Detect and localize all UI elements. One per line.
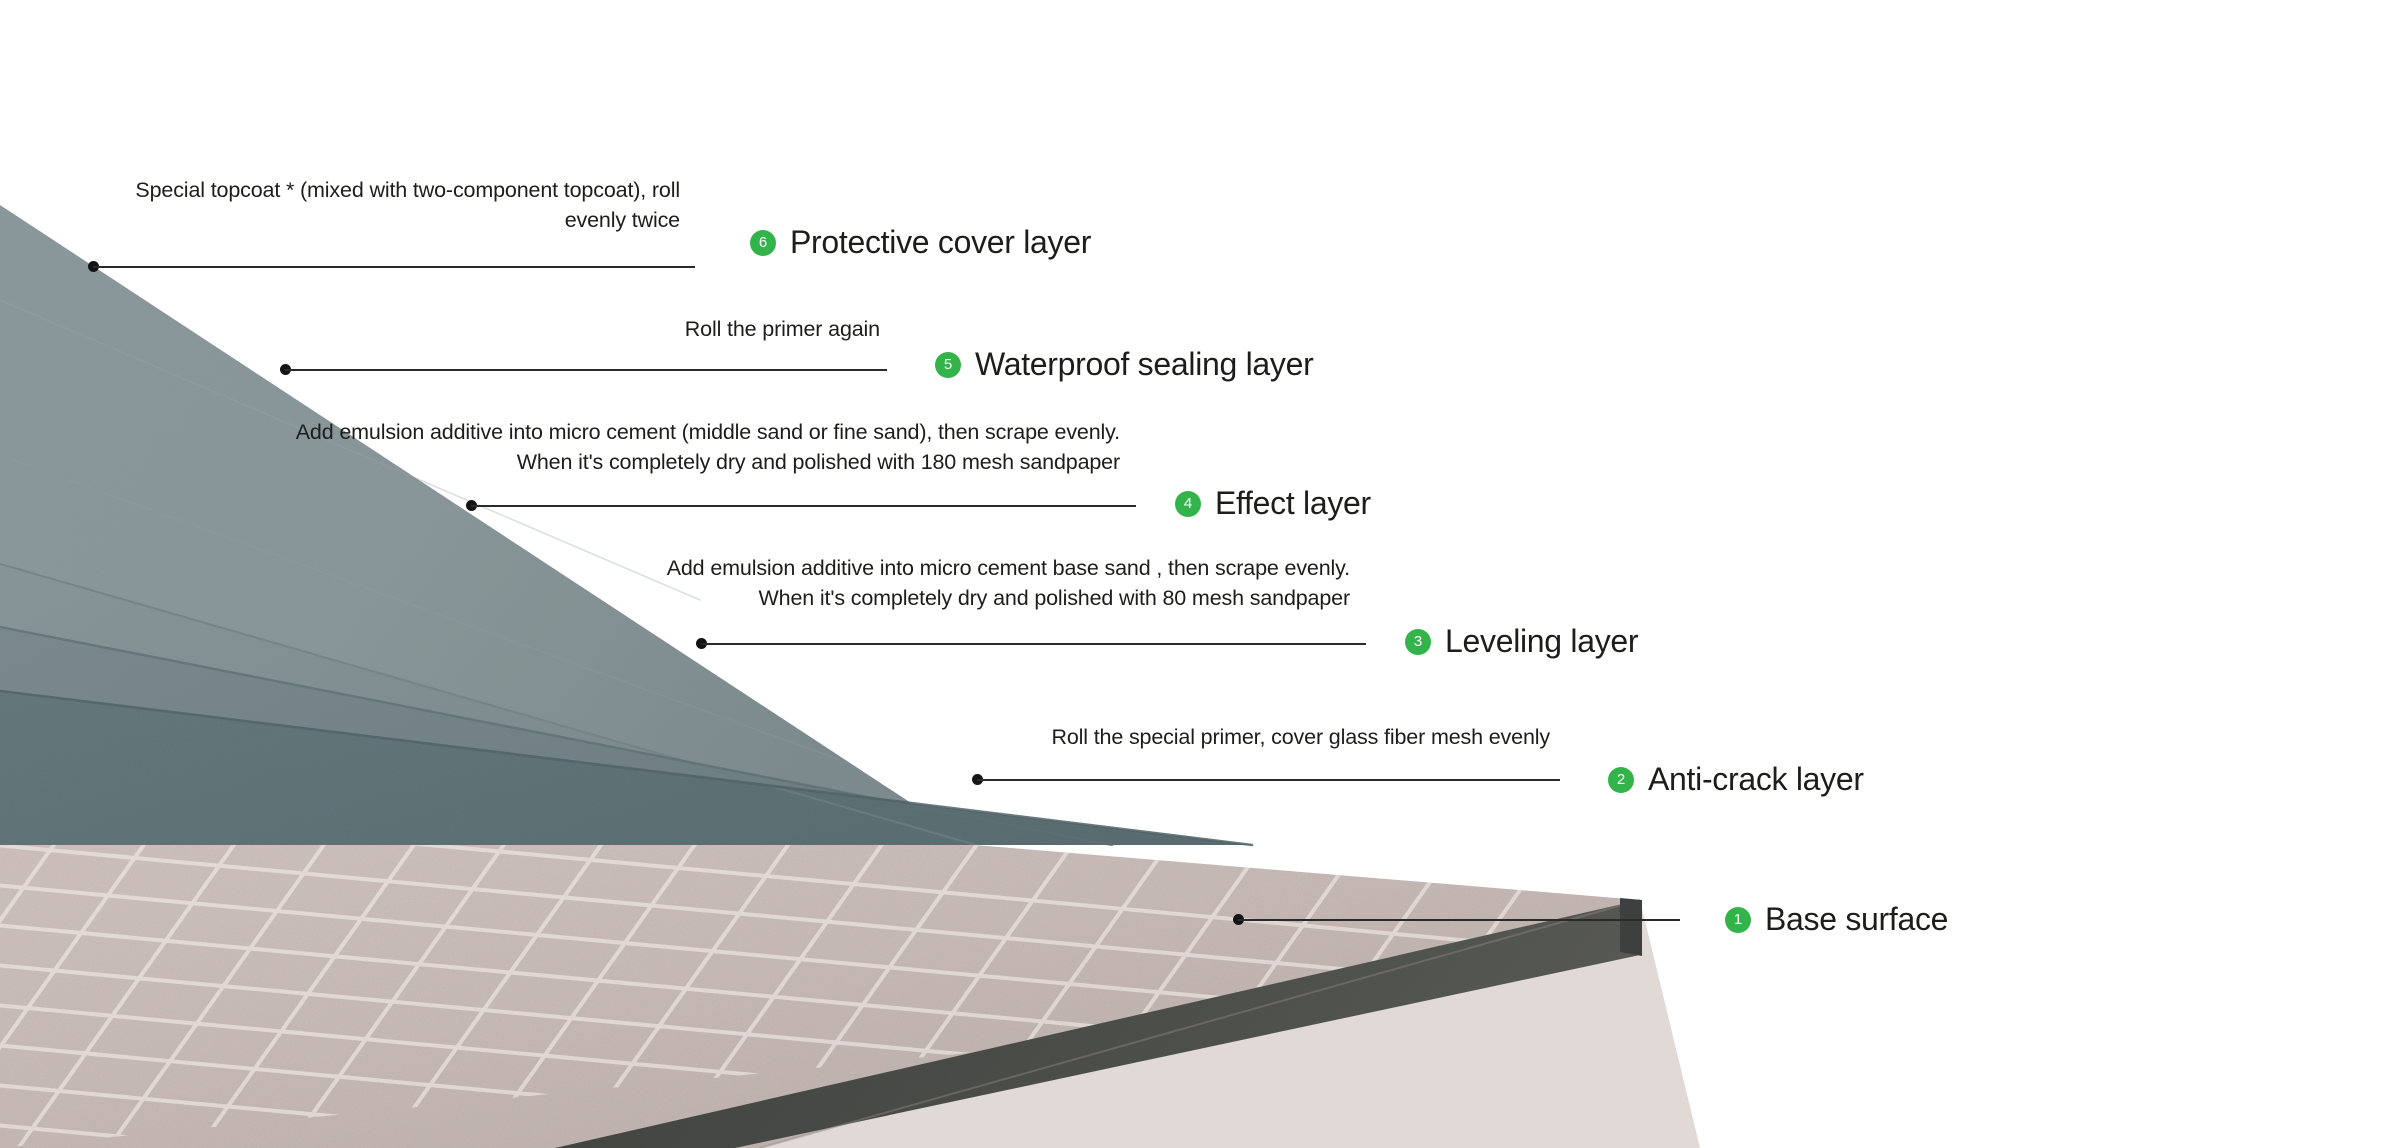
edge-corner-cap [1620, 898, 1642, 956]
callout-5-leader-line [285, 369, 887, 371]
layer-3-leveling [0, 692, 1420, 845]
callout-2-badge: 2 [1608, 766, 1634, 793]
callout-2-title-group[interactable]: 2 Anti-crack layer [1608, 761, 1864, 798]
callout-3-title-group[interactable]: 3 Leveling layer [1405, 623, 1639, 660]
callout-4-badge: 4 [1175, 490, 1201, 517]
callout-2-title: Anti-crack layer [1648, 761, 1864, 797]
callout-3-leader-line [701, 643, 1366, 645]
callout-5-title: Waterproof sealing layer [975, 346, 1314, 382]
callout-3-title: Leveling layer [1445, 623, 1639, 659]
layer-2-anticrack-face [0, 845, 1640, 1148]
callout-4-leader-line [471, 505, 1136, 507]
callout-4-title-group[interactable]: 4 Effect layer [1175, 485, 1371, 522]
callout-3-description: Add emulsion additive into micro cement … [666, 556, 1350, 611]
callout-6-title: Protective cover layer [790, 224, 1092, 260]
callout-6-description: Special topcoat * (mixed with two-compon… [135, 178, 680, 233]
callout-1-title: Base surface [1765, 901, 1949, 937]
layer-1-base-edge [555, 900, 1640, 1148]
callout-1-badge: 1 [1725, 906, 1751, 933]
edge-highlight [759, 899, 1641, 1148]
callout-1-leader-line [1238, 919, 1680, 921]
callout-6-leader-line [93, 266, 695, 268]
callout-6-title-group[interactable]: 6 Protective cover layer [750, 224, 1091, 261]
callout-6-badge: 6 [750, 229, 776, 256]
callout-2-description: Roll the special primer, cover glass fib… [1051, 725, 1550, 749]
callout-4-description: Add emulsion additive into micro cement … [295, 420, 1120, 475]
glass-fiber-mesh [0, 845, 1640, 1148]
callout-1-title-group[interactable]: 1 Base surface [1725, 901, 1948, 938]
callout-5-badge: 5 [935, 351, 961, 378]
callout-3-badge: 3 [1405, 628, 1431, 655]
callout-5-description: Roll the primer again [684, 317, 880, 341]
callout-4-title: Effect layer [1215, 485, 1371, 521]
callout-5-title-group[interactable]: 5 Waterproof sealing layer [935, 346, 1314, 383]
callout-2-leader-line [977, 779, 1560, 781]
mesh-fade [760, 900, 1700, 1148]
